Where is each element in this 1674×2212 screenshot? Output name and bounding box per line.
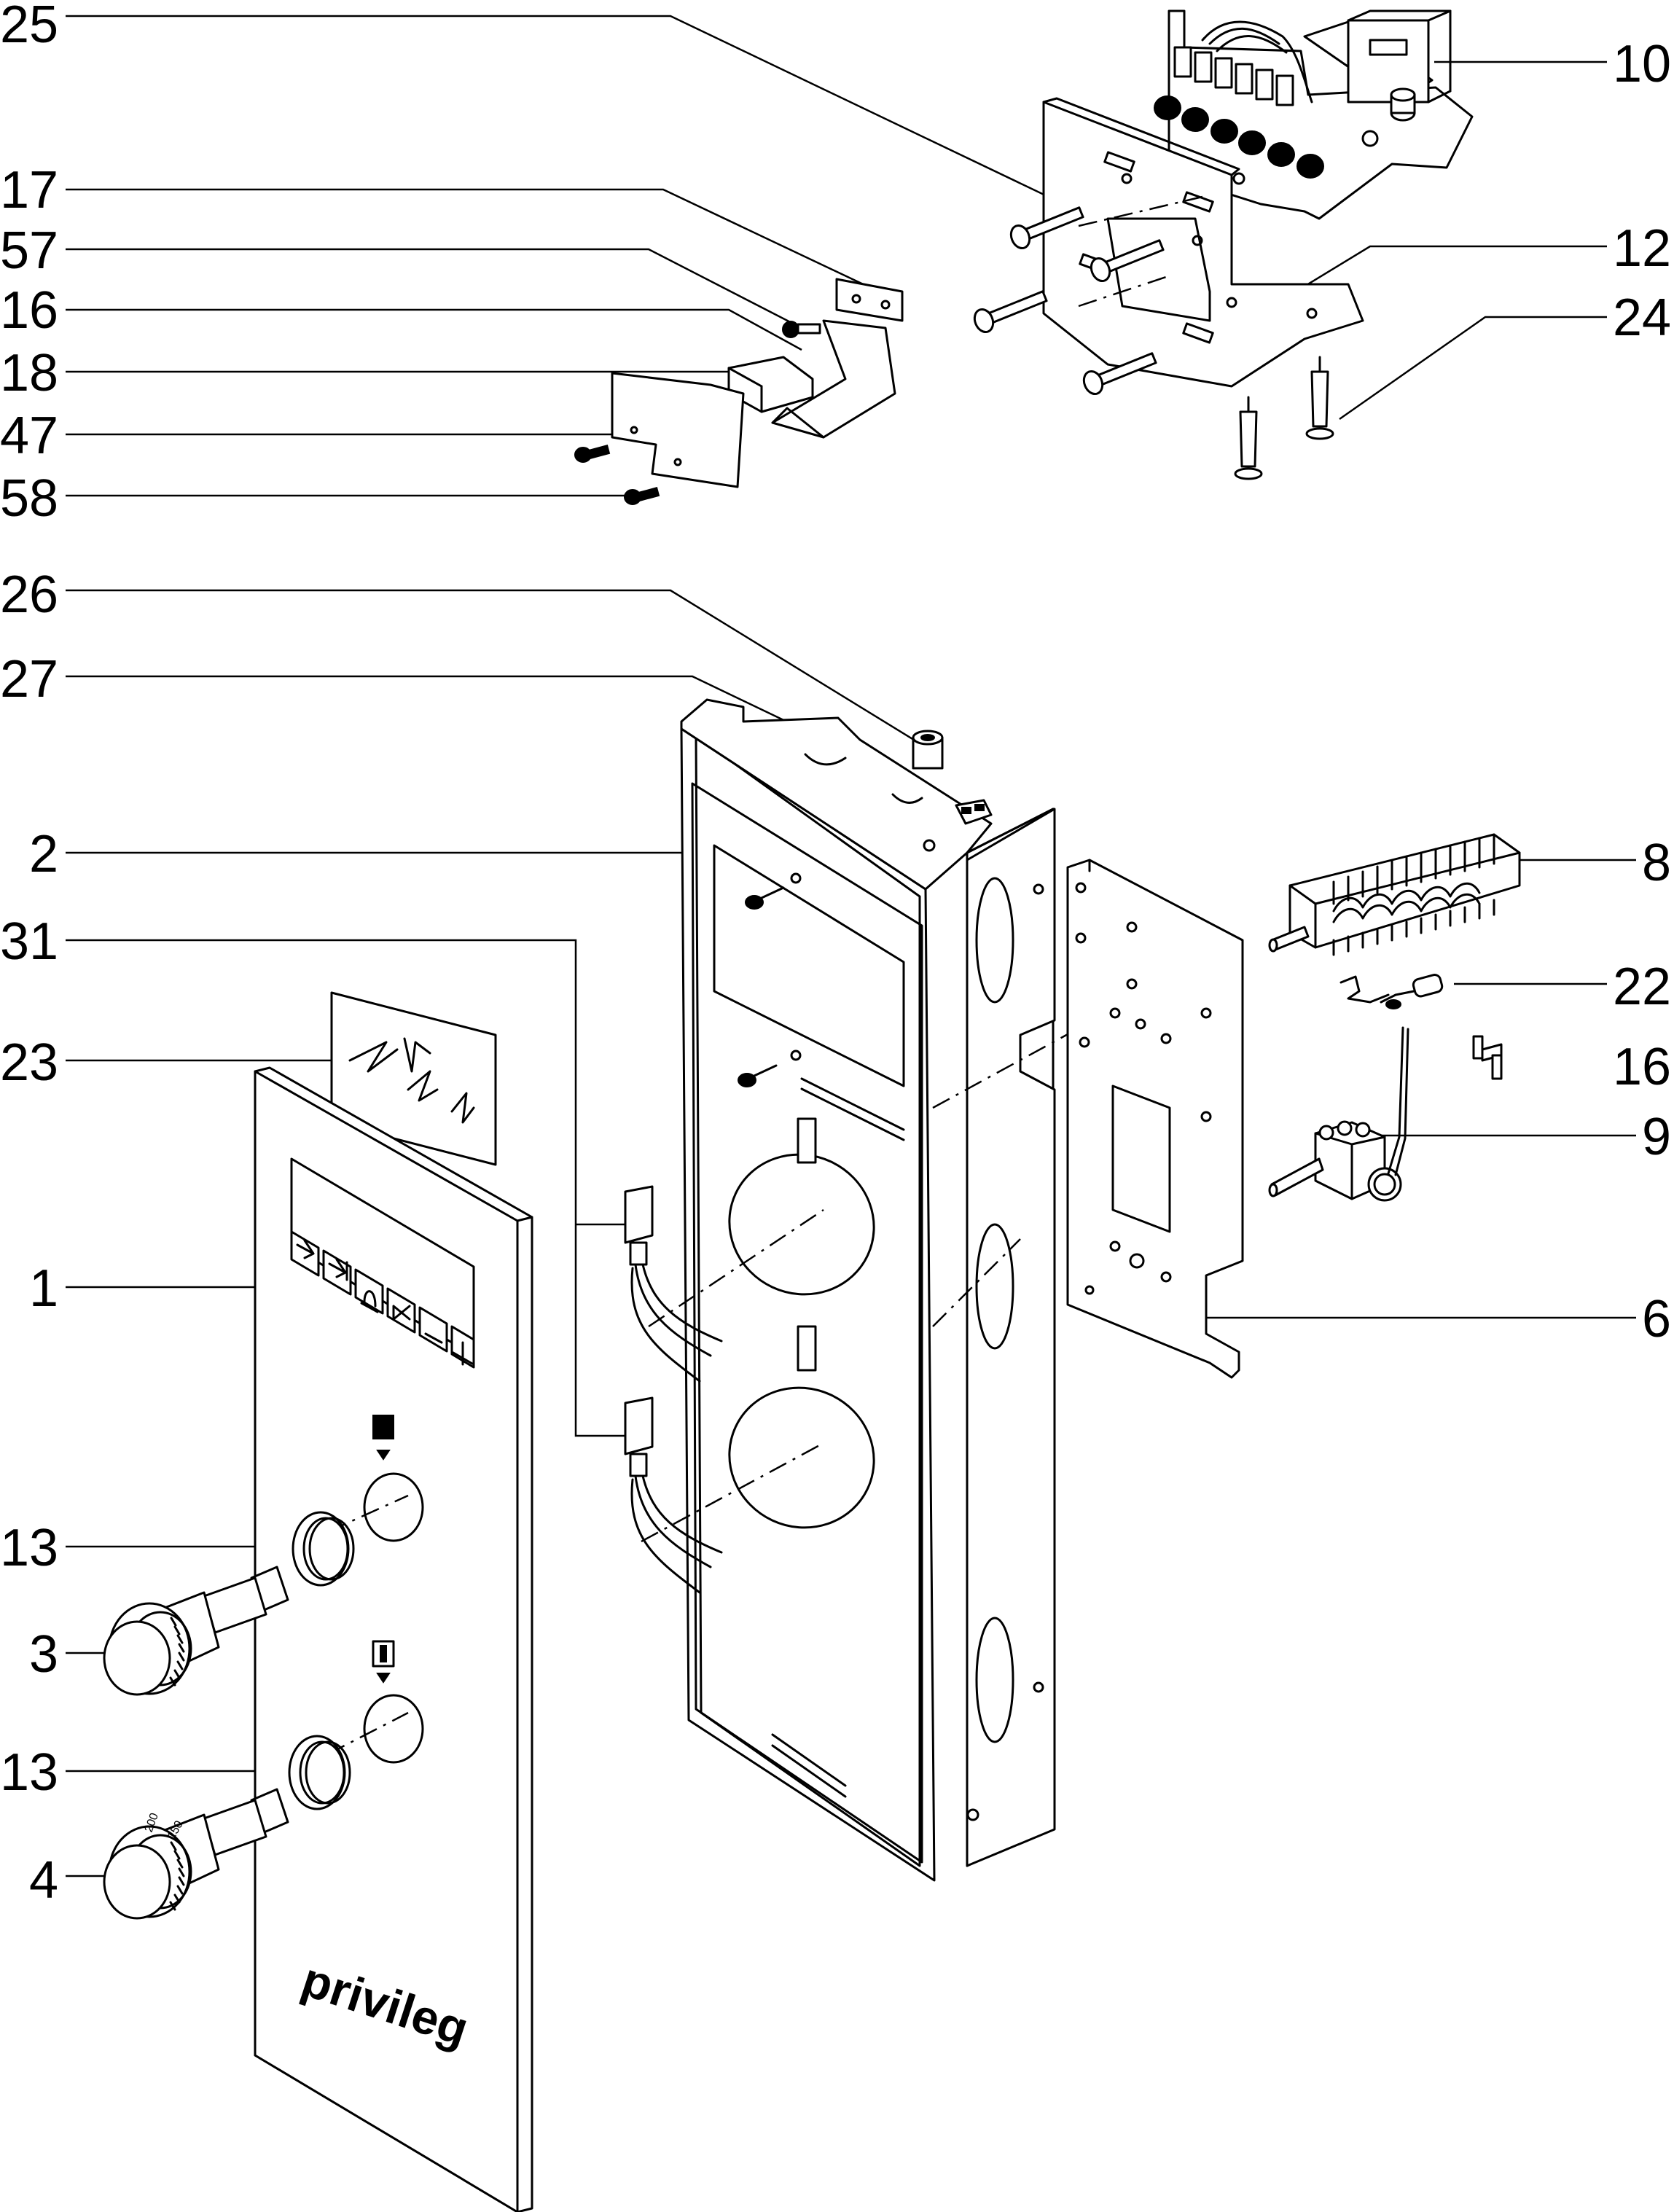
leader-24	[1339, 316, 1607, 421]
leader-57	[66, 248, 802, 329]
callout-47: 47	[0, 407, 58, 465]
callout-58: 58	[0, 469, 58, 528]
part-10-control-board	[1154, 9, 1474, 220]
control-knobs-row	[1154, 95, 1324, 179]
leader-31	[66, 939, 627, 1437]
screw	[1009, 206, 1084, 250]
part-22-terminal	[1339, 974, 1444, 1009]
part-58-screw	[574, 445, 660, 505]
switch-assembly	[574, 278, 904, 505]
screw	[1082, 352, 1157, 396]
part-6-side-plate	[1066, 859, 1244, 1379]
frame-top	[680, 698, 993, 891]
part-13-ring-lower	[288, 1735, 351, 1810]
screw	[1090, 239, 1165, 283]
upper-knob-hole	[363, 1472, 424, 1542]
button-minus	[418, 1306, 448, 1353]
display-window	[713, 844, 905, 1087]
connector	[624, 1396, 723, 1594]
button-program	[290, 1230, 320, 1277]
standoff	[1234, 396, 1263, 480]
function-icon	[372, 1415, 394, 1439]
plate-window	[1111, 1084, 1171, 1233]
callout-57: 57	[0, 222, 58, 280]
callout-25: 25	[0, 0, 58, 54]
leader-26	[66, 589, 920, 745]
part-23-label	[330, 991, 497, 1166]
part-4-knob: 200 150	[103, 1788, 289, 1920]
callout-13-lower: 13	[0, 1743, 58, 1802]
callout-16-top: 16	[0, 281, 58, 340]
part-16-terminal-right	[1472, 1035, 1503, 1080]
callout-23: 23	[0, 1033, 58, 1092]
lower-knob-position	[363, 1640, 424, 1764]
part-57-screw	[782, 321, 821, 338]
part-2-frame	[641, 698, 1094, 1882]
callout-3: 3	[29, 1625, 58, 1684]
frame-screws	[738, 872, 802, 1087]
part-13-ring-upper	[292, 1511, 355, 1587]
callout-13-upper: 13	[0, 1519, 58, 1577]
callout-26: 26	[0, 566, 58, 624]
part-17-plate	[835, 278, 904, 322]
part-47-cover	[611, 372, 745, 488]
lower-knob-hole	[363, 1694, 424, 1764]
screw	[973, 290, 1048, 334]
switch-contacts	[1332, 833, 1495, 956]
callout-18: 18	[0, 344, 58, 402]
callout-4: 4	[29, 1851, 58, 1910]
callout-9: 9	[1642, 1108, 1671, 1166]
leader-16-top	[66, 308, 802, 351]
callout-24: 24	[1613, 289, 1671, 347]
callout-16-right: 16	[1613, 1038, 1671, 1096]
connector	[624, 1185, 723, 1383]
display-digits	[1173, 46, 1294, 106]
leader-25	[66, 15, 1072, 209]
part-1-front-panel: privileg	[254, 1066, 533, 2212]
button-clock	[386, 1287, 416, 1334]
callout-1: 1	[29, 1259, 58, 1318]
frame-slot	[975, 1617, 1014, 1743]
callout-27: 27	[0, 650, 58, 708]
part-25-screws	[973, 206, 1165, 396]
frame-slot	[975, 877, 1014, 1004]
part-24-standoffs	[1234, 356, 1334, 480]
upper-knob-position	[363, 1415, 424, 1542]
callout-labels: 25 17 57 16 18 47 58 26 27 2 31 23 1 13 …	[0, 0, 1671, 1910]
callout-22: 22	[1613, 958, 1671, 1016]
part-27-clip	[955, 799, 993, 825]
part-12-bracket	[1042, 97, 1364, 388]
frame-knob-hole	[728, 1386, 875, 1529]
callout-12: 12	[1613, 219, 1671, 278]
part-26-cap	[912, 730, 944, 770]
part-31-connectors	[624, 1185, 723, 1594]
part-9-thermostat	[1268, 1026, 1409, 1202]
frame-front	[680, 727, 936, 1882]
callout-2: 2	[29, 825, 58, 883]
leader-17	[66, 188, 872, 289]
standoff	[1305, 356, 1334, 440]
callout-10: 10	[1613, 35, 1671, 93]
part-3-knob	[103, 1566, 289, 1696]
frame-slot	[975, 1223, 1014, 1350]
button-row	[290, 1230, 475, 1369]
callout-8: 8	[1642, 834, 1671, 892]
callout-31: 31	[0, 912, 58, 971]
leader-12	[1289, 245, 1607, 297]
callout-17: 17	[0, 161, 58, 219]
button-end	[322, 1249, 352, 1296]
callout-6: 6	[1642, 1290, 1671, 1348]
part-8-rotary-switch	[1268, 833, 1521, 956]
